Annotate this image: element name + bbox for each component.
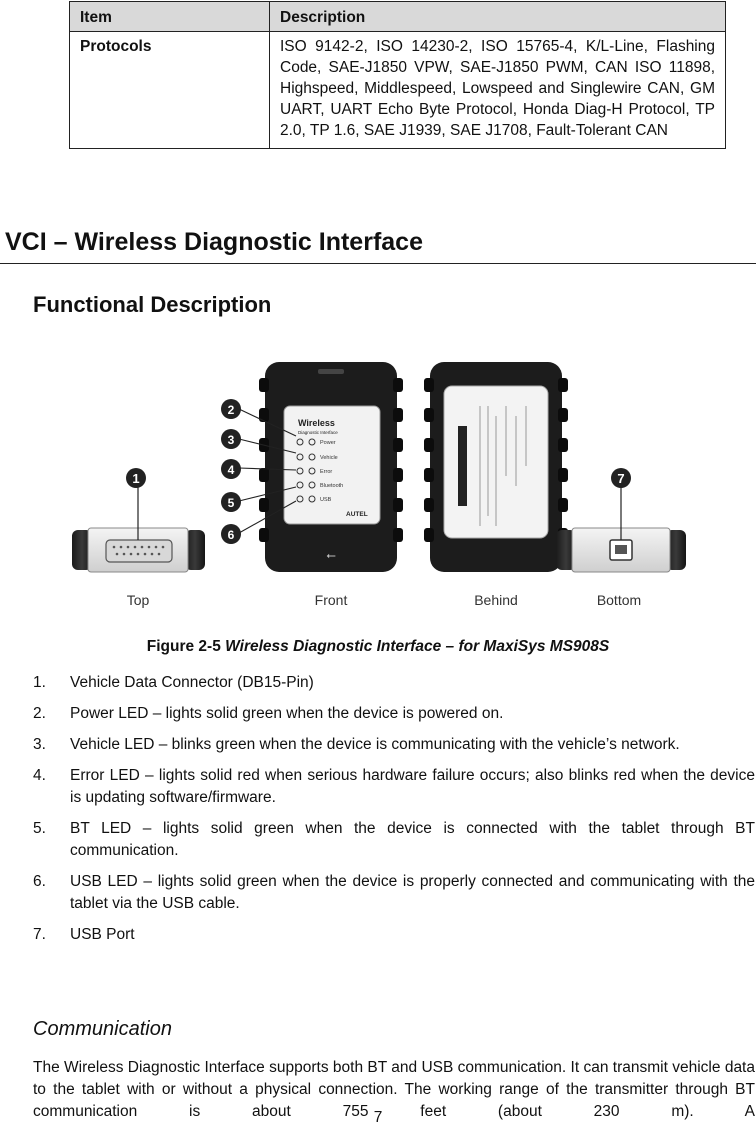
- callout-2: [221, 399, 241, 419]
- front-view: Wireless Diagnostic Interface Power Vehi…: [221, 362, 403, 608]
- view-label-front: Front: [315, 592, 348, 608]
- list-item-text: BT LED – lights solid green when the dev…: [70, 820, 755, 859]
- list-item-number: 5.: [33, 820, 46, 837]
- communication-heading: Communication: [33, 1018, 172, 1040]
- list-item: 5. BT LED – lights solid green when the d…: [33, 818, 755, 862]
- list-item-number: 1.: [33, 674, 46, 691]
- list-item: 1. Vehicle Data Connector (DB15-Pin): [33, 672, 755, 694]
- table-header-row: Item Description: [69, 1, 726, 32]
- list-item-number: 4.: [33, 767, 46, 784]
- top-view: 1 Top: [72, 468, 205, 608]
- section-title: VCI – Wireless Diagnostic Interface: [5, 228, 423, 256]
- led-label-usb: USB: [320, 497, 332, 503]
- led-label-error: Error: [320, 469, 332, 475]
- figure-caption-title: Wireless Diagnostic Interface – for Maxi…: [225, 638, 610, 655]
- component-list: 1. Vehicle Data Connector (DB15-Pin) 2. Po…: [33, 672, 755, 955]
- communication-paragraph: The Wireless Diagnostic Interface suppor…: [33, 1059, 755, 1120]
- list-item-text: Vehicle LED – blinks green when the devi…: [70, 736, 680, 753]
- list-item-text: USB LED – lights solid green when the de…: [70, 873, 755, 912]
- led-label-power: Power: [320, 440, 336, 446]
- section-divider: [0, 263, 756, 264]
- table-header-description: Description: [269, 1, 726, 32]
- view-label-bottom: Bottom: [597, 592, 641, 608]
- figure-caption-number: Figure 2-5: [146, 638, 221, 655]
- callout-4-label: 4: [228, 463, 235, 477]
- figure-caption: Figure 2-5 Wireless Diagnostic Interface…: [0, 638, 756, 656]
- table-cell-description: ISO 9142-2, ISO 14230-2, ISO 15765-4, K/…: [269, 31, 726, 149]
- callout-3: [221, 429, 241, 449]
- specification-table: Item Description Protocols ISO 9142-2, I…: [69, 1, 726, 149]
- led-label-vehicle: Vehicle: [320, 455, 338, 461]
- usb-symbol-icon: ⭠: [326, 548, 336, 562]
- page-number: 7: [373, 1109, 383, 1126]
- list-item: 7. USB Port: [33, 924, 755, 946]
- callout-2-label: 2: [228, 403, 235, 417]
- list-item-text: Vehicle Data Connector (DB15-Pin): [70, 674, 314, 691]
- db15-connector-icon: [105, 539, 173, 563]
- list-item-text: Power LED – lights solid green when the …: [70, 705, 504, 722]
- list-item-number: 3.: [33, 736, 46, 753]
- callout-4: [221, 459, 241, 479]
- device-figure: 1 Top Wireless Diagnostic Interface Powe…: [60, 356, 700, 616]
- device-illustration: 1 Top Wireless Diagnostic Interface Powe…: [72, 362, 686, 608]
- callout-5-label: 5: [228, 496, 235, 510]
- list-item: 4. Error LED – lights solid red when seri…: [33, 765, 755, 809]
- list-item: 3. Vehicle LED – blinks green when the de…: [33, 734, 755, 756]
- list-item: 2. Power LED – lights solid green when th…: [33, 703, 755, 725]
- callout-1: [126, 468, 146, 488]
- subsection-title: Functional Description: [33, 292, 272, 317]
- list-item-number: 7.: [33, 926, 46, 943]
- table-row: Protocols ISO 9142-2, ISO 14230-2, ISO 1…: [69, 31, 726, 149]
- list-item-number: 2.: [33, 705, 46, 722]
- autel-logo-label: AUTEL: [346, 511, 368, 518]
- callout-3-label: 3: [228, 433, 235, 447]
- list-item-text: Error LED – lights solid red when seriou…: [70, 767, 755, 806]
- behind-view: Behind: [424, 362, 568, 608]
- view-label-behind: Behind: [474, 592, 518, 608]
- table-cell-item: Protocols: [69, 31, 270, 149]
- barcode-icon: [458, 426, 467, 506]
- list-item-number: 6.: [33, 873, 46, 890]
- view-label-top: Top: [127, 592, 150, 608]
- list-item-text: USB Port: [70, 926, 135, 943]
- callout-6-label: 6: [228, 528, 235, 542]
- callout-7-label: 7: [617, 471, 624, 486]
- table-header-item: Item: [69, 1, 270, 32]
- callout-5: [221, 492, 241, 512]
- bottom-view: 7 Bottom: [556, 468, 686, 608]
- led-label-bluetooth: Bluetooth: [320, 483, 343, 489]
- brand-sub-label: Diagnostic Interface: [298, 430, 338, 435]
- brand-label: Wireless: [298, 418, 335, 428]
- callout-1-label: 1: [132, 471, 139, 486]
- callout-6: [221, 524, 241, 544]
- list-item: 6. USB LED – lights solid green when the …: [33, 871, 755, 915]
- callout-7: [611, 468, 631, 488]
